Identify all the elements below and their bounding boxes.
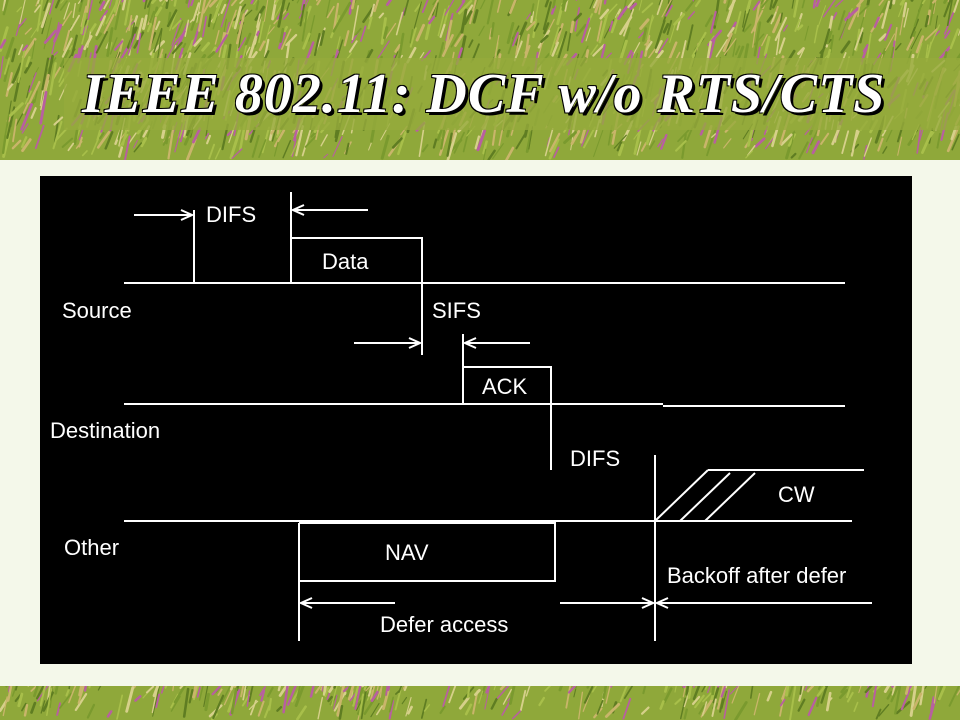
label-difs-source: DIFS: [206, 202, 256, 227]
ack-frame-box: [462, 366, 552, 404]
label-source: Source: [62, 298, 132, 323]
nav-box: [299, 522, 556, 582]
data-frame-box: [290, 237, 423, 283]
slide-title: IEEE 802.11: DCF w/o RTS/CTS: [82, 63, 886, 125]
label-sifs: SIFS: [432, 298, 481, 323]
cw-slant-1: [654, 469, 709, 522]
cw-slant-3: [704, 472, 756, 522]
label-cw: CW: [778, 482, 815, 507]
timing-diagram-svg: DIFS Data Source SIFS ACK Destination DI…: [50, 192, 872, 641]
label-ack: ACK: [482, 374, 528, 399]
label-difs-other: DIFS: [570, 446, 620, 471]
cw-slant-2: [679, 472, 731, 522]
label-nav: NAV: [385, 540, 429, 565]
label-other: Other: [64, 535, 119, 560]
title-bar: [64, 58, 960, 130]
label-backoff: Backoff after defer: [667, 563, 846, 588]
grass-footer: [0, 686, 960, 720]
dcf-timing-diagram: DIFS Data Source SIFS ACK Destination DI…: [40, 176, 912, 664]
label-defer-access: Defer access: [380, 612, 508, 637]
label-data: Data: [322, 249, 369, 274]
label-destination: Destination: [50, 418, 160, 443]
